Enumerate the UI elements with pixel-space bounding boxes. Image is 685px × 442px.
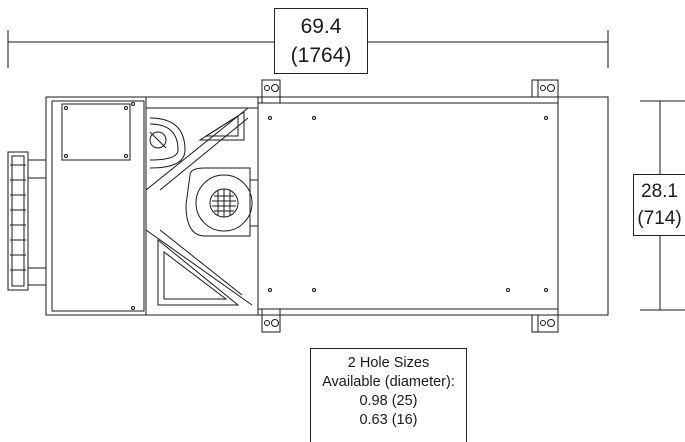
hole-size-large: 0.98 (25) [359, 393, 418, 409]
right-end-panel [557, 96, 609, 316]
blower-section [145, 96, 259, 316]
width-mm: (1764) [290, 44, 352, 67]
fan-guard [7, 151, 47, 291]
width-inches: 69.4 [300, 15, 342, 38]
height-dimension-label: 28.1 (714) [633, 174, 685, 236]
height-mm: (714) [637, 208, 682, 229]
hole-note-line2: Available (diameter): [322, 374, 455, 390]
mounting-bracket-bottom-right [531, 314, 559, 333]
width-dimension-label: 69.4 (1764) [274, 8, 368, 74]
hole-size-small: 0.63 (16) [359, 412, 418, 428]
hole-sizes-note: 2 Hole Sizes Available (diameter): 0.98 … [310, 348, 467, 442]
main-body [257, 96, 559, 316]
width-dimension-line [7, 30, 609, 68]
height-inches: 28.1 [641, 181, 678, 202]
hole-note-line1: 2 Hole Sizes [347, 355, 430, 371]
control-cabinet [45, 96, 147, 316]
mounting-bracket-bottom-left [261, 309, 281, 333]
mounting-bracket-top-right [531, 79, 559, 98]
mounting-bracket-top-left [261, 79, 281, 103]
height-dimension-line [640, 100, 685, 311]
